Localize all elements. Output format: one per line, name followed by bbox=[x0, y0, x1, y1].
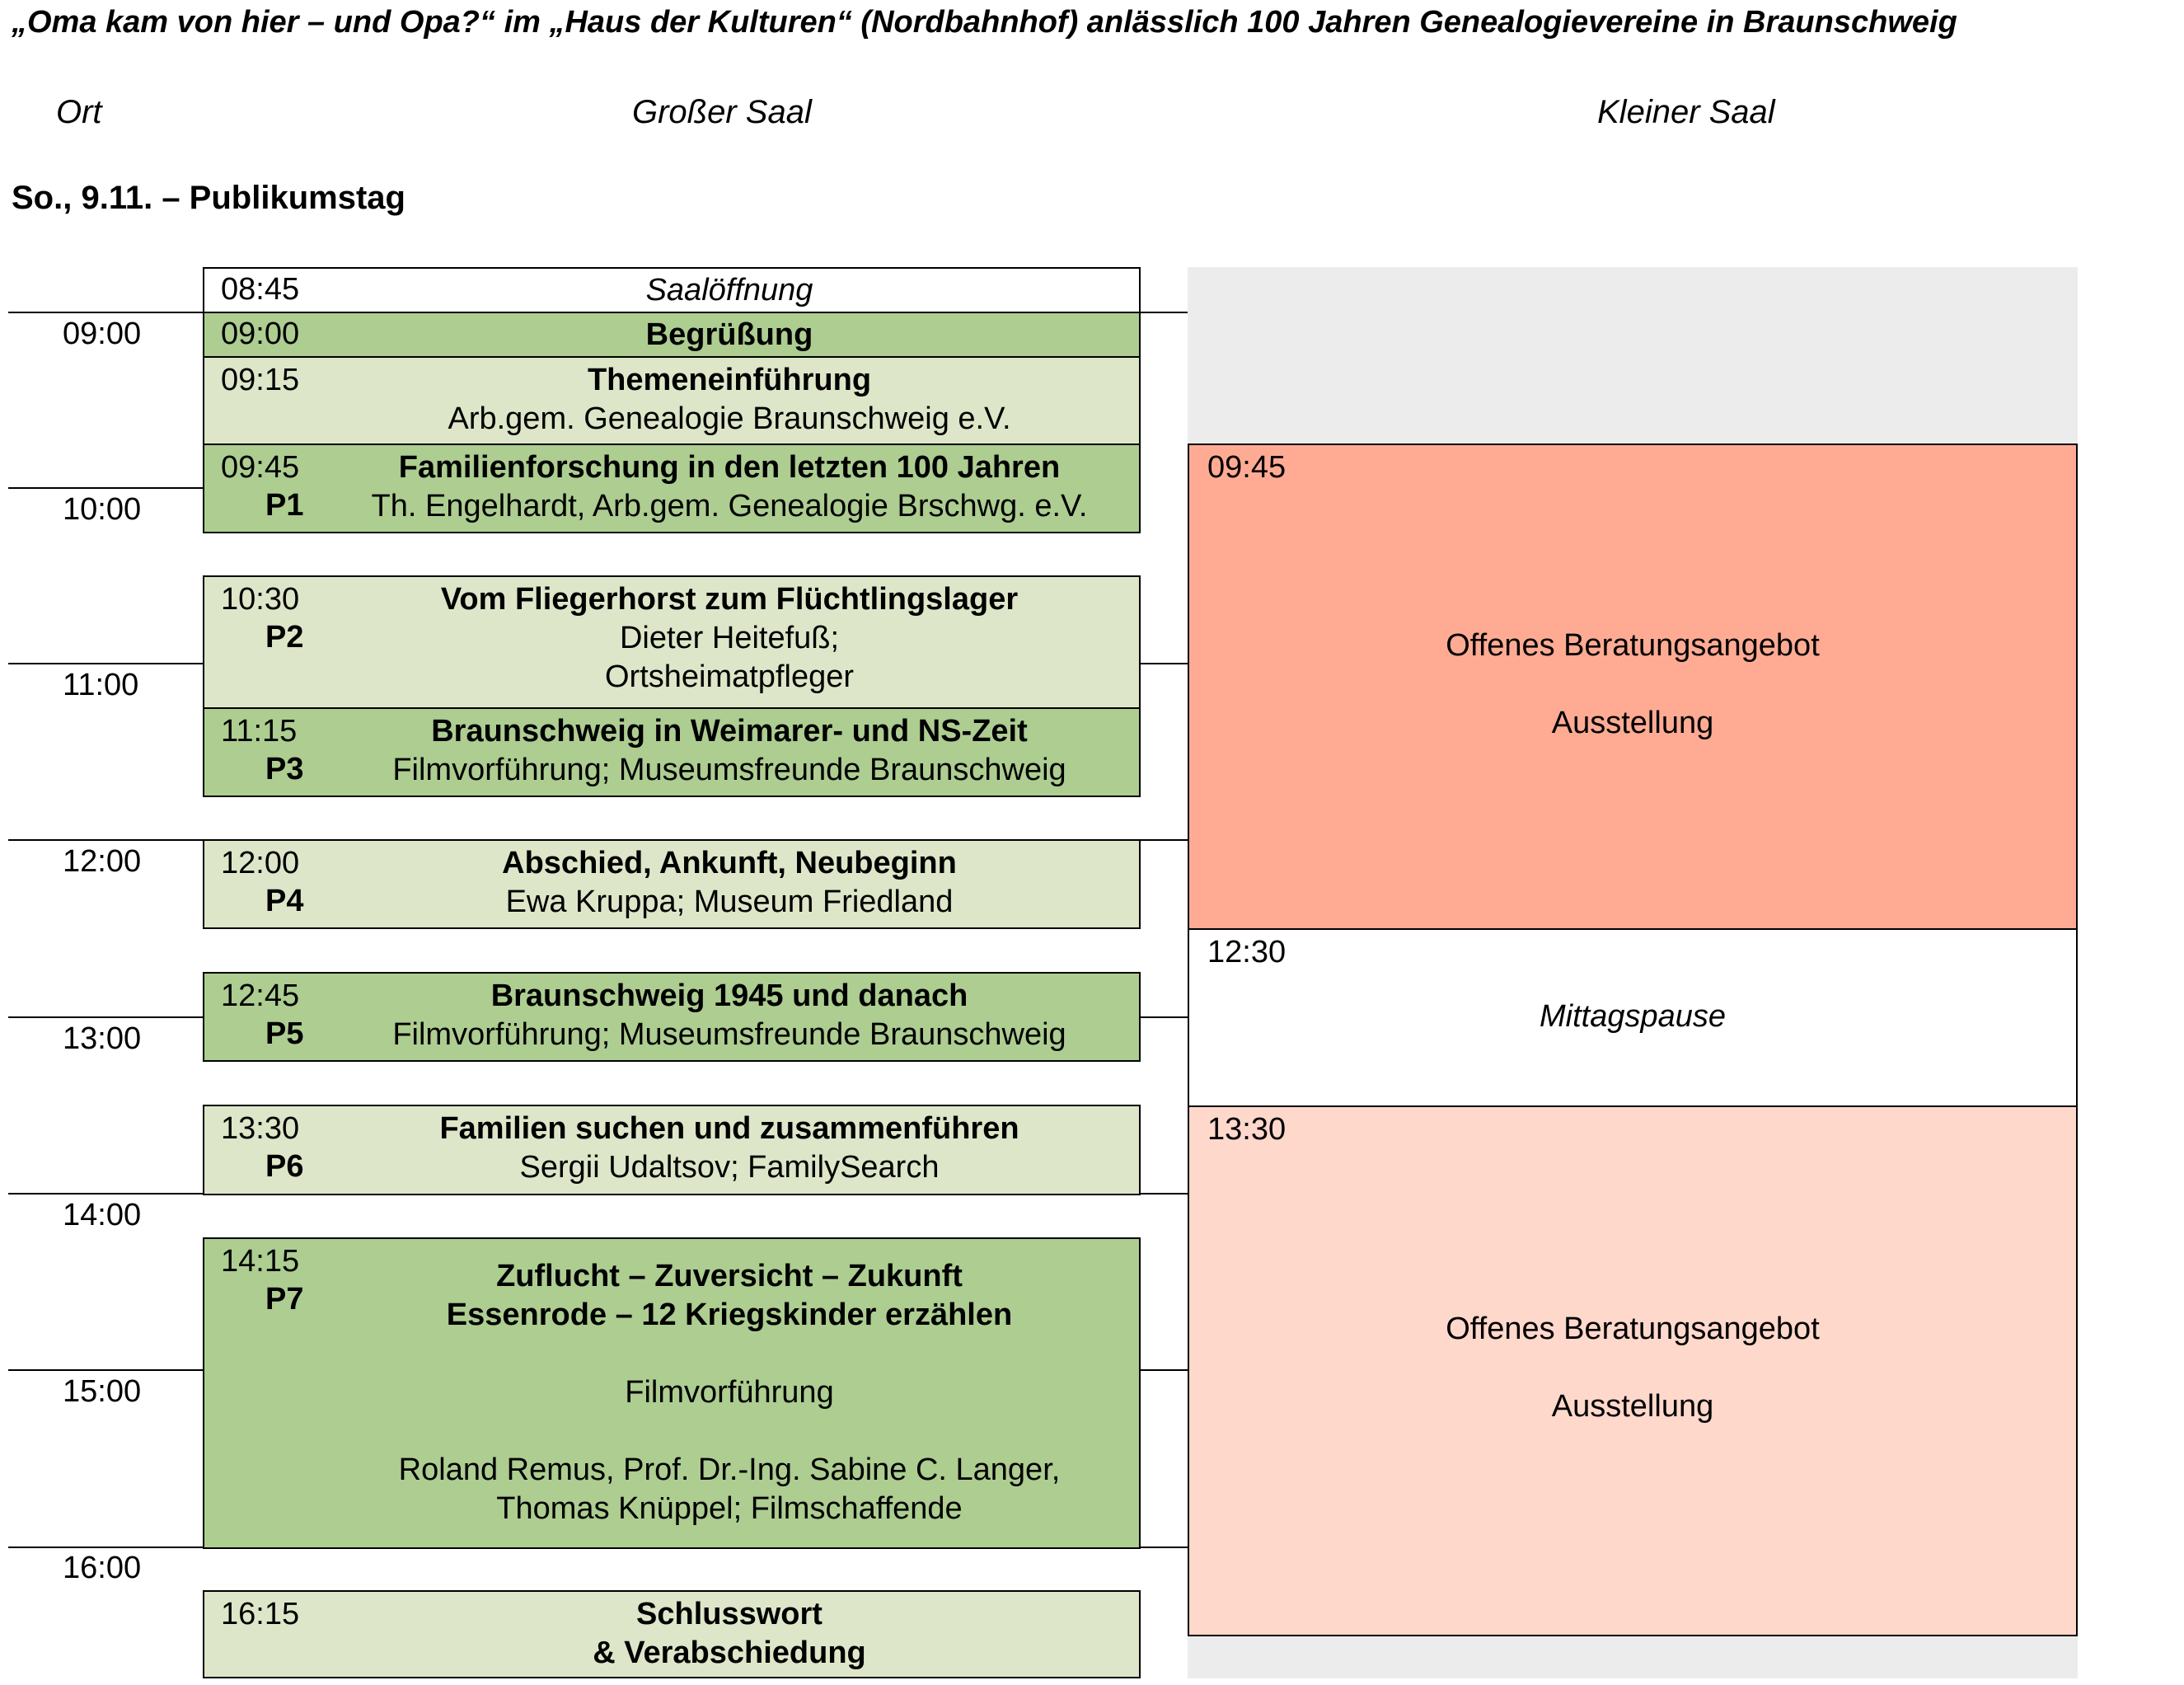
hour-label: 12:00 bbox=[63, 844, 142, 879]
session-time: 09:45 bbox=[1207, 450, 1286, 485]
session-time: 12:30 bbox=[1207, 935, 1286, 969]
session-line: Essenrode – 12 Kriegskinder erzählen bbox=[446, 1298, 1013, 1332]
hour-connector bbox=[1141, 1547, 1188, 1548]
session-line: Braunschweig 1945 und danach bbox=[490, 979, 968, 1013]
session-line: Thomas Knüppel; Filmschaffende bbox=[496, 1491, 963, 1526]
hour-label: 13:00 bbox=[63, 1021, 142, 1056]
session-line: Zuflucht – Zuversicht – Zukunft bbox=[496, 1259, 963, 1293]
session-p3: 11:15 P3 Braunschweig in Weimarer- und N… bbox=[203, 707, 1141, 797]
session-saaloeffnung: 08:45 Saalöffnung bbox=[203, 267, 1141, 314]
session-time: 12:00 bbox=[221, 846, 300, 880]
session-begruessung: 09:00 Begrüßung bbox=[203, 312, 1141, 359]
session-time: 13:30 bbox=[221, 1111, 300, 1146]
session-line: Vom Fliegerhorst zum Flüchtlingslager bbox=[440, 582, 1019, 617]
hour-line bbox=[8, 487, 203, 489]
session-code: P6 bbox=[265, 1149, 304, 1184]
hour-line bbox=[8, 312, 203, 313]
session-p2: 10:30 P2 Vom Fliegerhorst zum Flüchtling… bbox=[203, 575, 1141, 710]
session-p1: 09:45 P1 Familienforschung in den letzte… bbox=[203, 444, 1141, 533]
hour-connector bbox=[1141, 1016, 1188, 1018]
kleiner-saal-mittagspause: 12:30 Mittagspause bbox=[1188, 928, 2078, 1107]
session-p5: 12:45 P5 Braunschweig 1945 und danach Fi… bbox=[203, 972, 1141, 1062]
session-line: Dieter Heitefuß; bbox=[619, 621, 840, 655]
hour-label: 09:00 bbox=[63, 317, 142, 351]
session-line: Mittagspause bbox=[1539, 999, 1726, 1034]
session-code: P5 bbox=[265, 1016, 304, 1051]
session-line: Th. Engelhardt, Arb.gem. Genealogie Brsc… bbox=[371, 489, 1088, 523]
session-line: Themeneinführung bbox=[587, 363, 872, 397]
page-title: „Oma kam von hier – und Opa?“ im „Haus d… bbox=[12, 5, 1957, 40]
session-line: Offenes Beratungsangebot bbox=[1446, 1312, 1820, 1346]
session-line: Roland Remus, Prof. Dr.-Ing. Sabine C. L… bbox=[398, 1453, 1061, 1487]
session-schlusswort: 16:15 Schlusswort & Verabschiedung bbox=[203, 1590, 1141, 1678]
session-time: 09:00 bbox=[221, 317, 300, 351]
session-code: P7 bbox=[265, 1282, 304, 1317]
session-time: 09:15 bbox=[221, 363, 300, 397]
session-code: P2 bbox=[265, 620, 304, 655]
session-line: Filmvorführung; Museumsfreunde Braunschw… bbox=[392, 753, 1066, 787]
session-time: 12:45 bbox=[221, 979, 300, 1013]
column-header-ort: Ort bbox=[56, 94, 102, 130]
hour-label: 10:00 bbox=[63, 492, 142, 527]
session-themeneinfuehrung: 09:15 Themeneinführung Arb.gem. Genealog… bbox=[203, 356, 1141, 446]
session-line: Filmvorführung bbox=[625, 1375, 834, 1410]
session-line: Familien suchen und zusammenführen bbox=[439, 1111, 1019, 1146]
session-line: Schlusswort bbox=[636, 1597, 823, 1631]
hour-label: 15:00 bbox=[63, 1374, 142, 1409]
hour-label: 11:00 bbox=[63, 668, 139, 702]
session-line: Saalöffnung bbox=[645, 273, 813, 307]
kleiner-saal-beratung-vormittag: 09:45 Offenes Beratungsangebot Ausstellu… bbox=[1188, 444, 2078, 930]
session-line bbox=[320, 1335, 1139, 1373]
session-line bbox=[320, 1412, 1139, 1451]
day-heading: So., 9.11. – Publikumstag bbox=[12, 180, 405, 216]
hour-line bbox=[8, 1016, 203, 1018]
kleiner-saal-beratung-nachmittag: 13:30 Offenes Beratungsangebot Ausstellu… bbox=[1188, 1105, 2078, 1636]
hour-line bbox=[8, 1547, 203, 1548]
session-time: 10:30 bbox=[221, 582, 300, 617]
hour-line bbox=[8, 1193, 203, 1195]
session-line: Ortsheimatpfleger bbox=[604, 659, 854, 694]
session-line: Braunschweig in Weimarer- und NS-Zeit bbox=[431, 714, 1028, 749]
session-time: 16:15 bbox=[221, 1597, 300, 1631]
session-line: Filmvorführung; Museumsfreunde Braunschw… bbox=[392, 1017, 1066, 1052]
session-p7: 14:15 P7 Zuflucht – Zuversicht – Zukunft… bbox=[203, 1237, 1141, 1549]
session-code: P3 bbox=[265, 752, 304, 786]
session-line: Offenes Beratungsangebot bbox=[1446, 628, 1820, 663]
session-line: & Verabschiedung bbox=[593, 1636, 866, 1670]
hour-connector bbox=[1141, 1369, 1188, 1371]
session-time: 14:15 bbox=[221, 1244, 300, 1279]
session-line: Begrüßung bbox=[645, 317, 813, 352]
hour-line bbox=[8, 839, 203, 841]
hour-label: 16:00 bbox=[63, 1551, 142, 1585]
hour-line bbox=[8, 663, 203, 664]
session-code: P1 bbox=[265, 488, 304, 523]
column-header-kleiner-saal: Kleiner Saal bbox=[1597, 94, 1775, 130]
session-p4: 12:00 P4 Abschied, Ankunft, Neubeginn Ew… bbox=[203, 839, 1141, 929]
session-time: 08:45 bbox=[221, 272, 300, 307]
session-code: P4 bbox=[265, 884, 304, 918]
session-line: Ewa Kruppa; Museum Friedland bbox=[505, 885, 954, 919]
session-p6: 13:30 P6 Familien suchen und zusammenfüh… bbox=[203, 1105, 1141, 1195]
hour-line bbox=[8, 1369, 203, 1371]
session-line: Familienforschung in den letzten 100 Jah… bbox=[398, 450, 1061, 485]
session-time: 09:45 bbox=[221, 450, 300, 485]
session-line: Ausstellung bbox=[1551, 706, 1714, 740]
session-time: 11:15 bbox=[221, 714, 298, 749]
session-line: Sergii Udaltsov; FamilySearch bbox=[519, 1150, 940, 1185]
session-time: 13:30 bbox=[1207, 1112, 1286, 1147]
hour-connector bbox=[1141, 663, 1188, 664]
session-line: Ausstellung bbox=[1551, 1389, 1714, 1424]
hour-connector bbox=[1141, 312, 1188, 313]
column-header-grosser-saal: Großer Saal bbox=[632, 94, 812, 130]
hour-label: 14:00 bbox=[63, 1198, 142, 1232]
session-line: Arb.gem. Genealogie Braunschweig e.V. bbox=[448, 401, 1011, 436]
session-line: Abschied, Ankunft, Neubeginn bbox=[502, 846, 957, 880]
